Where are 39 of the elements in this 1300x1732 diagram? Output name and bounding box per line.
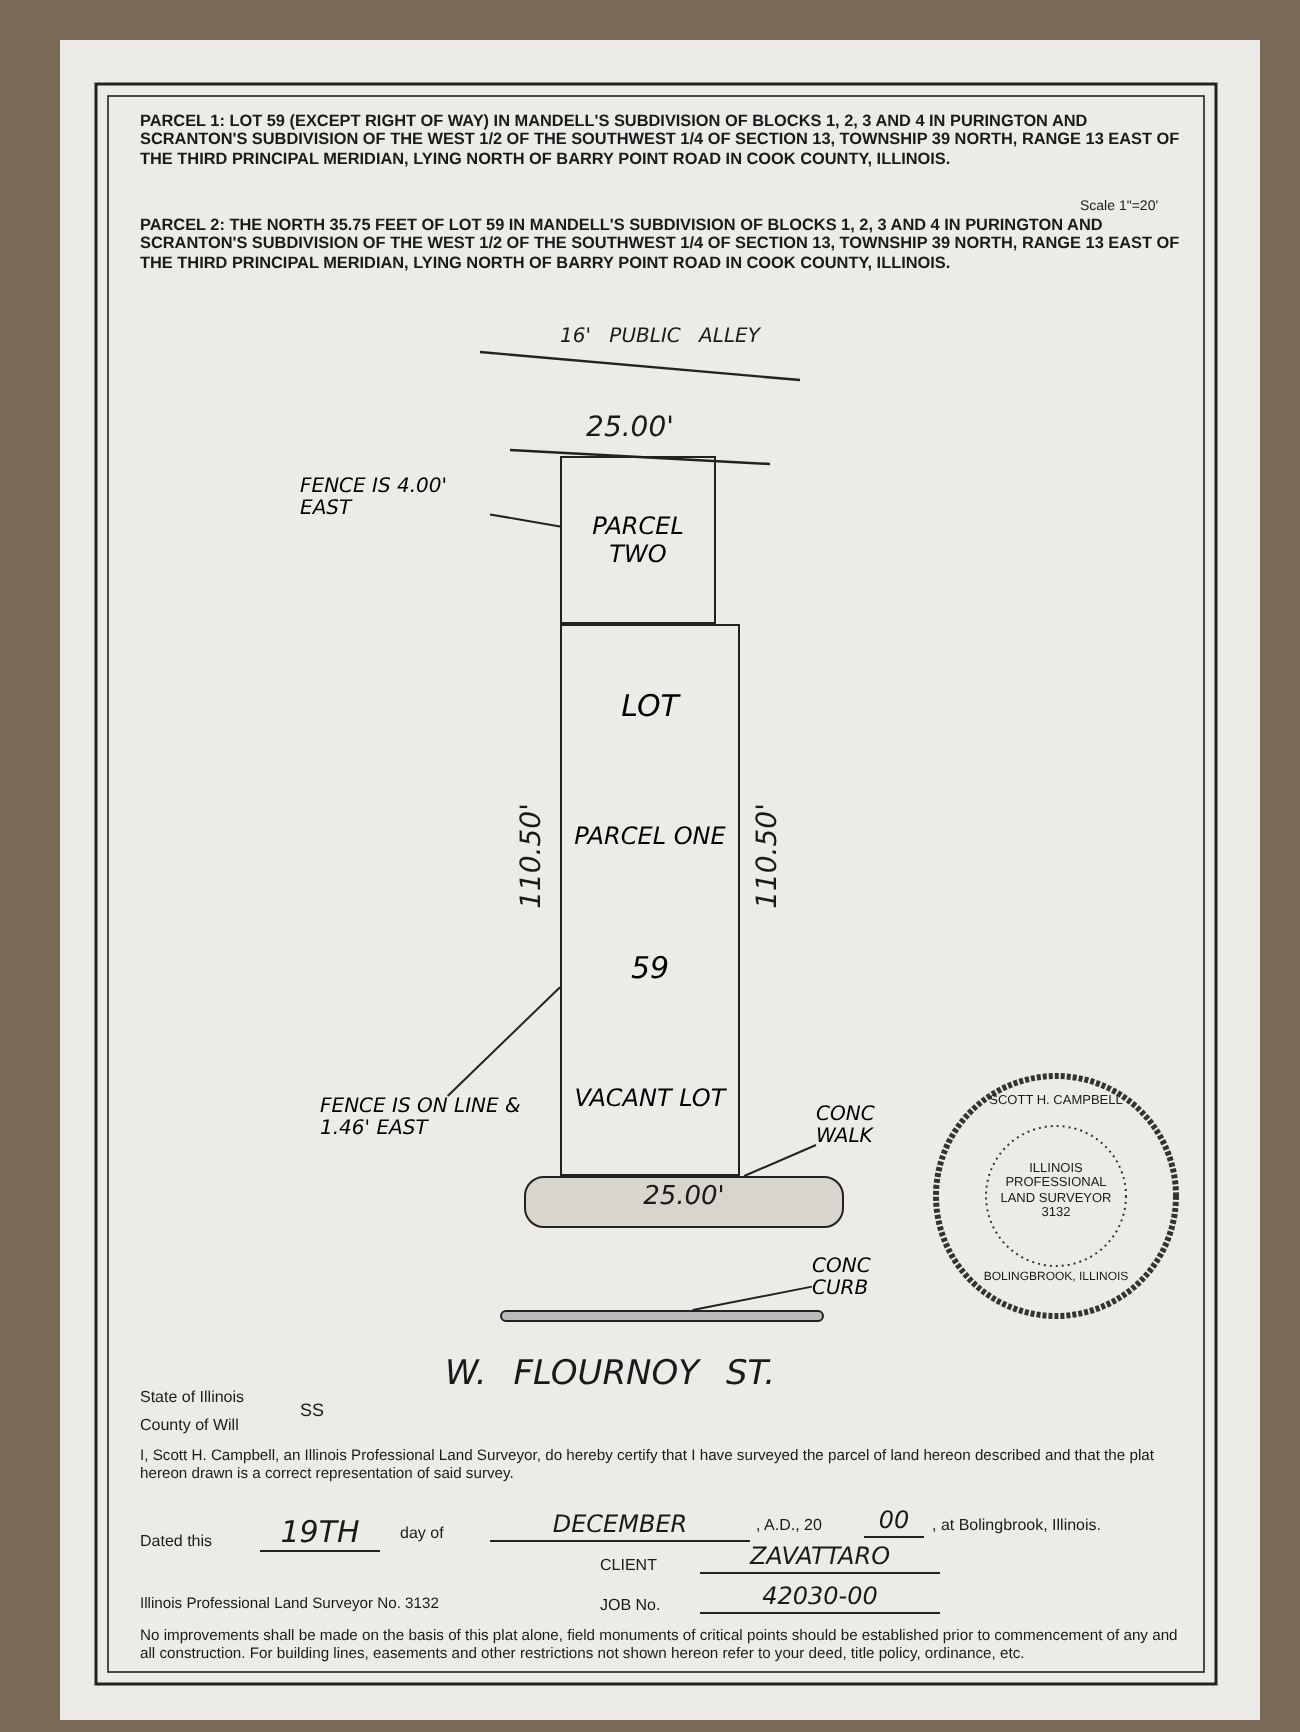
handwritten-entry: 00 xyxy=(864,1508,924,1538)
parcel-label: VACANT LOT xyxy=(572,1084,729,1113)
form-label: day of xyxy=(400,1524,446,1543)
handwritten-entry: DECEMBER xyxy=(490,1512,750,1542)
form-label: , at Bolingbrook, Illinois. xyxy=(932,1516,1103,1535)
form-label: , A.D., 20 xyxy=(756,1516,824,1535)
form-label: Dated this xyxy=(140,1532,215,1551)
note-text: CONC CURB xyxy=(812,1256,873,1300)
form-label: JOB No. xyxy=(600,1596,663,1615)
leader-line xyxy=(446,986,561,1097)
parcel-label: PARCEL ONE xyxy=(572,822,728,851)
handwritten-entry: 19TH xyxy=(260,1516,380,1553)
dimension-text: 25.00' xyxy=(641,1184,727,1214)
note-text: FENCE IS ON LINE & 1.46' EAST xyxy=(320,1096,523,1140)
dimension-text: 25.00' xyxy=(584,412,676,444)
dimension-text: 110.50' xyxy=(516,801,548,913)
handwritten-entry: 42030-00 xyxy=(700,1584,940,1614)
legal-description: PARCEL 1: LOT 59 (EXCEPT RIGHT OF WAY) IN MANDELL'S SUBDIVISION OF BLOCKS 1, 2, 3 AND 4 IN PURINGTON AND SCRANTON'S SUBDIVISION OF THE WEST 1/2 OF THE SOUTHWEST 1/4 OF SECTION 13, TOWNSHIP 39 NORTH, RANGE 13 EAST OF THE THIRD PRINCIPAL MERIDIAN, LYING NORTH OF BARRY POINT ROAD IN COOK COUNTY, ILLINOIS. xyxy=(140,112,1180,169)
venue-text: State of Illinois xyxy=(140,1388,247,1407)
parcel-outline xyxy=(560,624,740,1176)
parcel-label: LOT xyxy=(619,687,683,724)
venue-text: County of Will xyxy=(140,1416,241,1435)
parcel-outline xyxy=(560,456,716,624)
legal-description: PARCEL 2: THE NORTH 35.75 FEET OF LOT 59 IN MANDELL'S SUBDIVISION OF BLOCKS 1, 2, 3 AND 4 IN PURINGTON AND SCRANTON'S SUBDIVISION OF THE WEST 1/2 OF THE SOUTHWEST 1/4 OF SECTION 13, TOWNSHIP 39 NORTH, RANGE 13 EAST OF THE THIRD PRINCIPAL MERIDIAN, LYING NORTH OF BARRY POINT ROAD IN COOK COUNTY, ILLINOIS. xyxy=(140,216,1180,273)
street-name: W. FLOURNOY ST. xyxy=(442,1356,778,1396)
leader-line xyxy=(691,1285,813,1311)
venue-text: SS xyxy=(300,1400,327,1421)
paving-strip xyxy=(524,1176,844,1228)
parcel-label: 59 xyxy=(628,949,672,986)
form-label: CLIENT xyxy=(600,1556,659,1575)
leader-line xyxy=(489,513,561,528)
paving-strip xyxy=(500,1310,824,1322)
street-name: 16' PUBLIC ALLEY xyxy=(558,326,763,349)
leader-line xyxy=(743,1144,817,1177)
dimension-text: 110.50' xyxy=(752,801,784,913)
note-text: CONC WALK xyxy=(816,1104,877,1148)
note-text: FENCE IS 4.00' EAST xyxy=(300,476,450,520)
parcel-label: PARCEL TWO xyxy=(590,512,686,568)
handwritten-entry: ZAVATTARO xyxy=(700,1544,940,1574)
